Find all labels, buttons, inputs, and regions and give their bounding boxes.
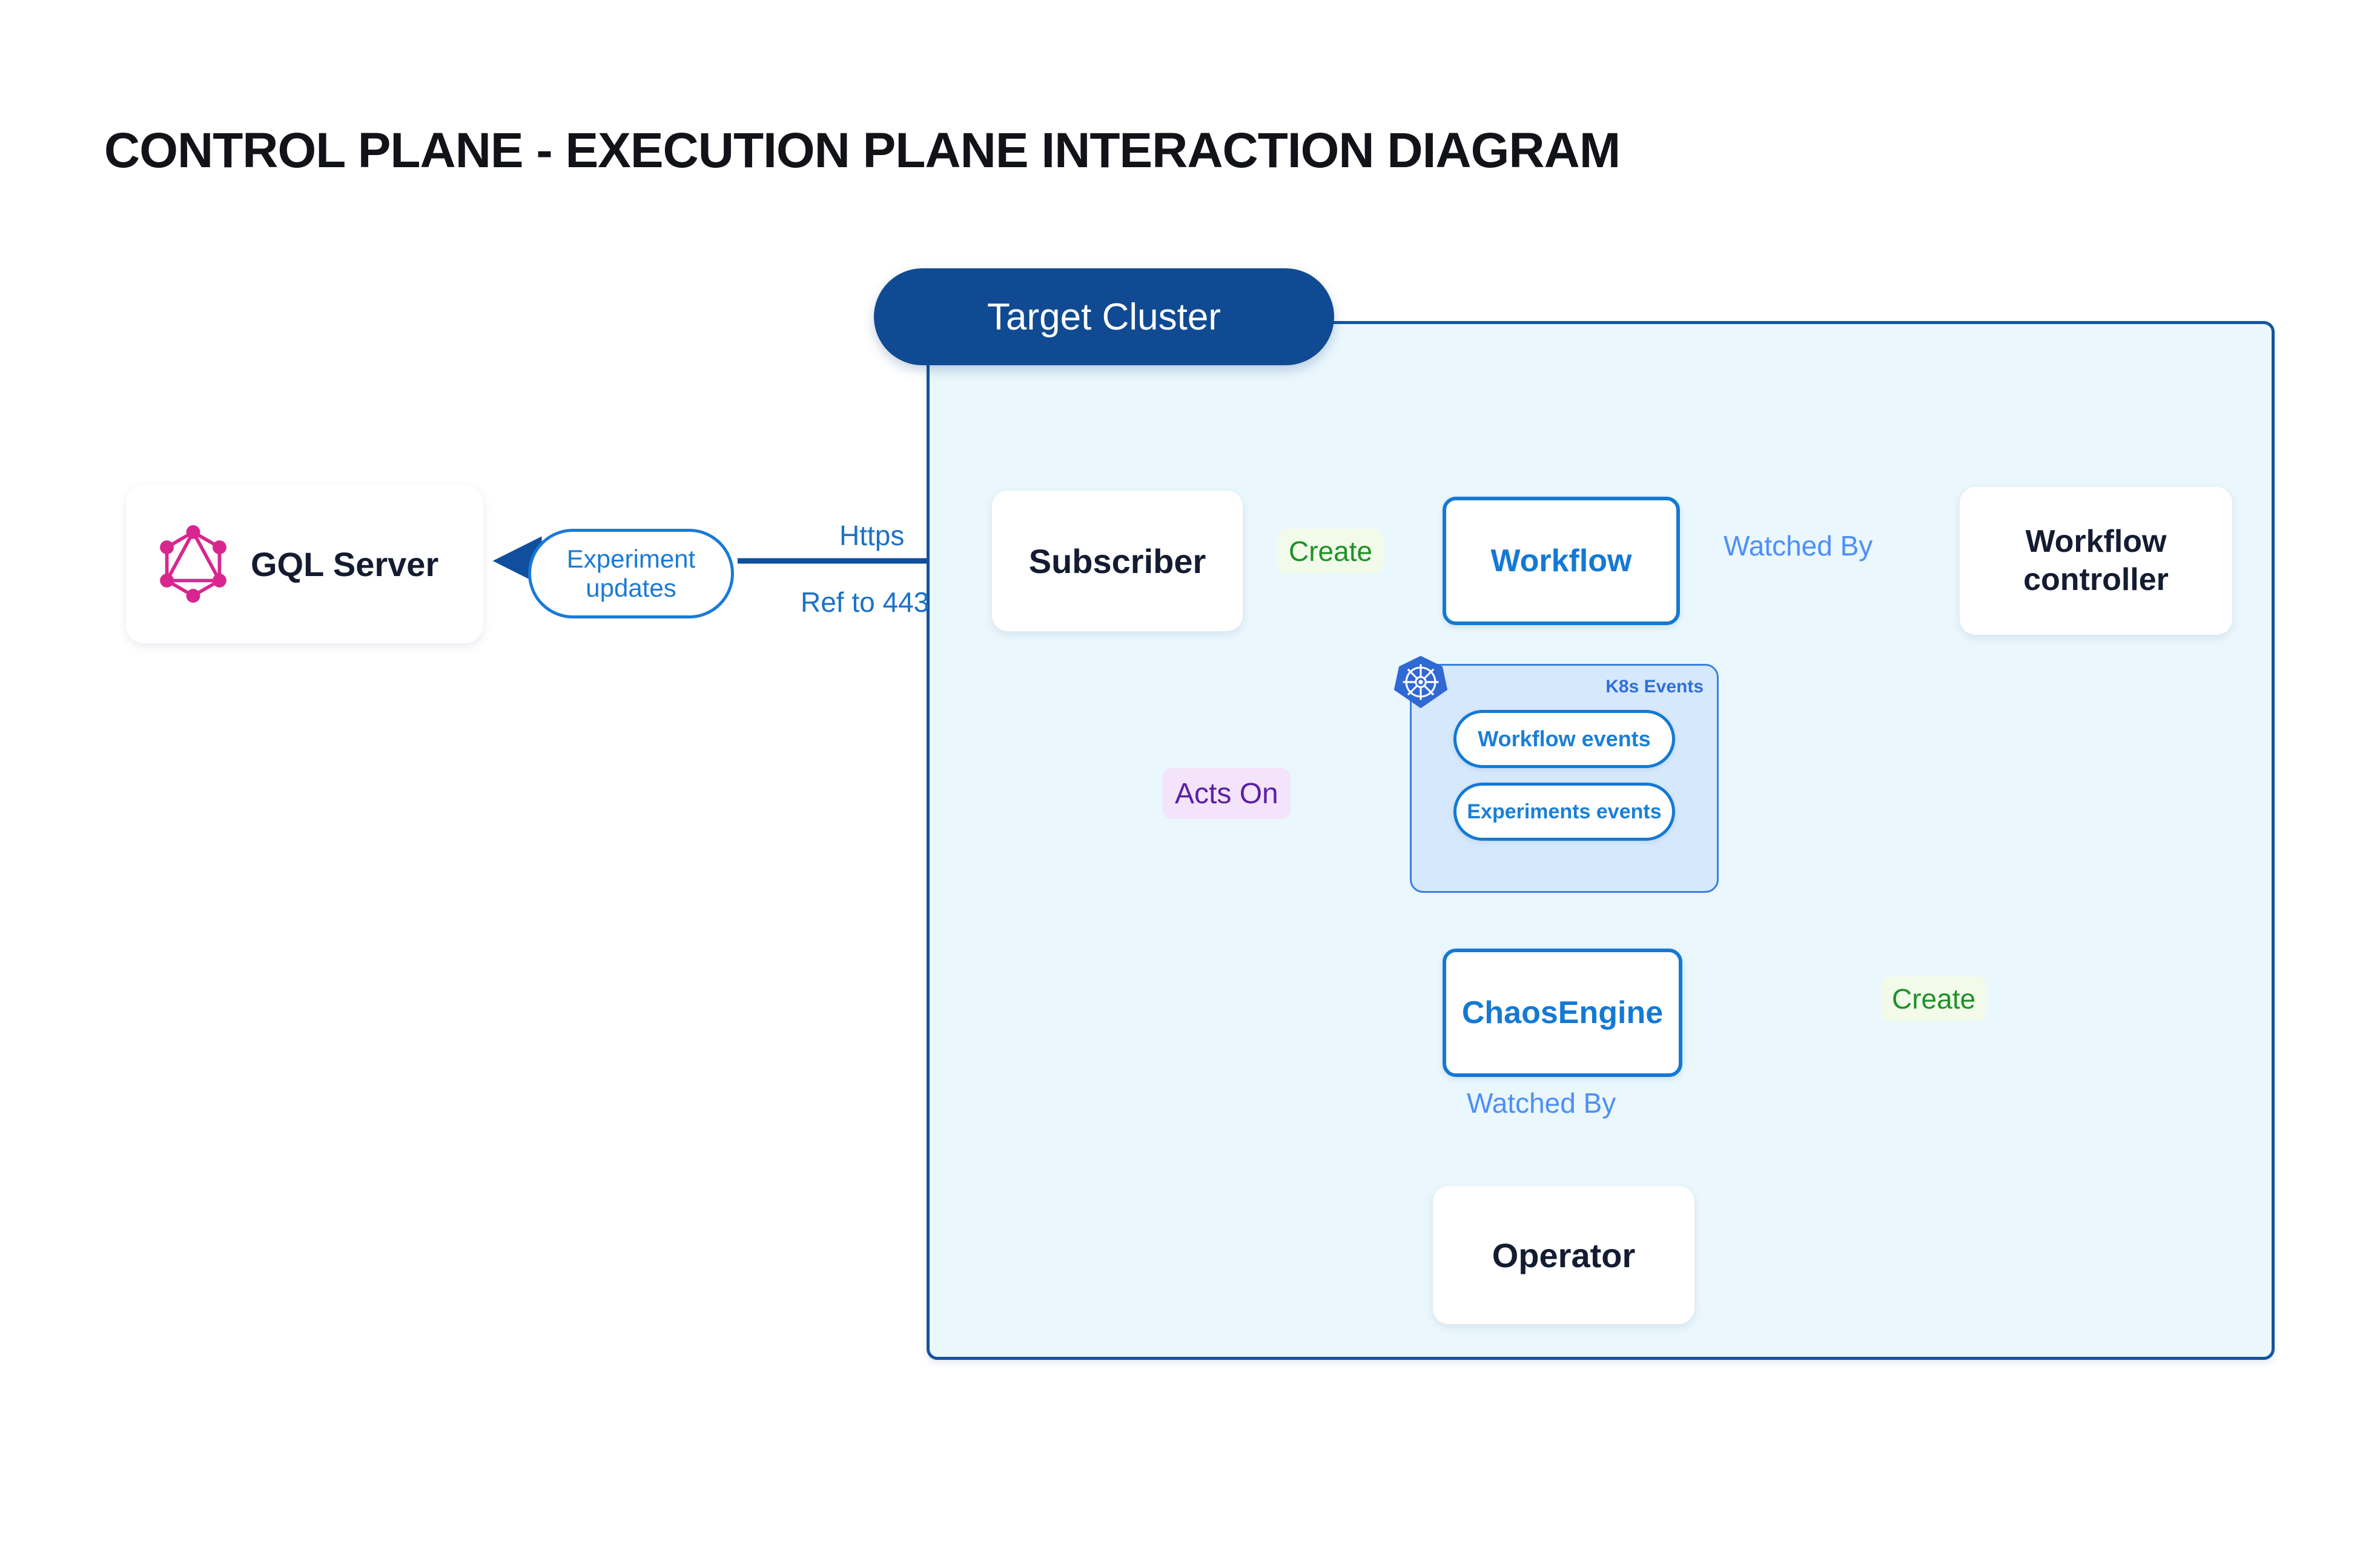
node-workflow[interactable]: Workflow <box>1443 497 1680 625</box>
node-workflow-controller[interactable]: Workflow controller <box>1960 487 2232 635</box>
edge-label-watched-by-operator: Watched By <box>1467 1087 1616 1119</box>
node-workflow-controller-label: Workflow controller <box>2023 523 2169 597</box>
edge-label-acts-on: Acts On <box>1163 768 1291 819</box>
edge-label-ref-to-443: Ref to 443 <box>801 586 930 618</box>
node-gql-server[interactable]: GQL Server <box>126 485 483 643</box>
node-subscriber[interactable]: Subscriber <box>992 491 1243 631</box>
page-title: CONTROL PLANE - EXECUTION PLANE INTERACT… <box>104 123 1621 178</box>
node-chaosengine-label: ChaosEngine <box>1461 995 1664 1030</box>
edge-label-create-chaosengine: Create <box>1881 976 1987 1021</box>
k8s-item-workflow-events-label: Workflow events <box>1478 726 1651 751</box>
node-operator-label: Operator <box>1492 1236 1636 1274</box>
graphql-logo-icon <box>157 525 229 603</box>
edge-label-experiment-updates[interactable]: Experiment updates <box>528 529 734 618</box>
kubernetes-logo-icon <box>1393 654 1449 710</box>
edge-label-create-workflow: Create <box>1278 529 1384 574</box>
k8s-events-group: K8s Events <box>1410 664 1719 893</box>
node-operator[interactable]: Operator <box>1433 1186 1694 1324</box>
target-cluster-badge[interactable]: Target Cluster <box>874 268 1334 365</box>
node-workflow-label: Workflow <box>1490 543 1632 578</box>
node-subscriber-label: Subscriber <box>1028 542 1206 580</box>
node-chaosengine[interactable]: ChaosEngine <box>1443 949 1682 1077</box>
edge-label-https: Https <box>839 520 905 551</box>
k8s-item-experiments-events-label: Experiments events <box>1467 800 1662 823</box>
node-gql-server-label: GQL Server <box>251 545 439 583</box>
edge-label-watched-by-controller: Watched By <box>1724 530 1873 562</box>
k8s-events-group-title: K8s Events <box>1605 677 1704 697</box>
k8s-item-workflow-events[interactable]: Workflow events <box>1453 710 1675 768</box>
k8s-item-experiments-events[interactable]: Experiments events <box>1453 783 1675 841</box>
